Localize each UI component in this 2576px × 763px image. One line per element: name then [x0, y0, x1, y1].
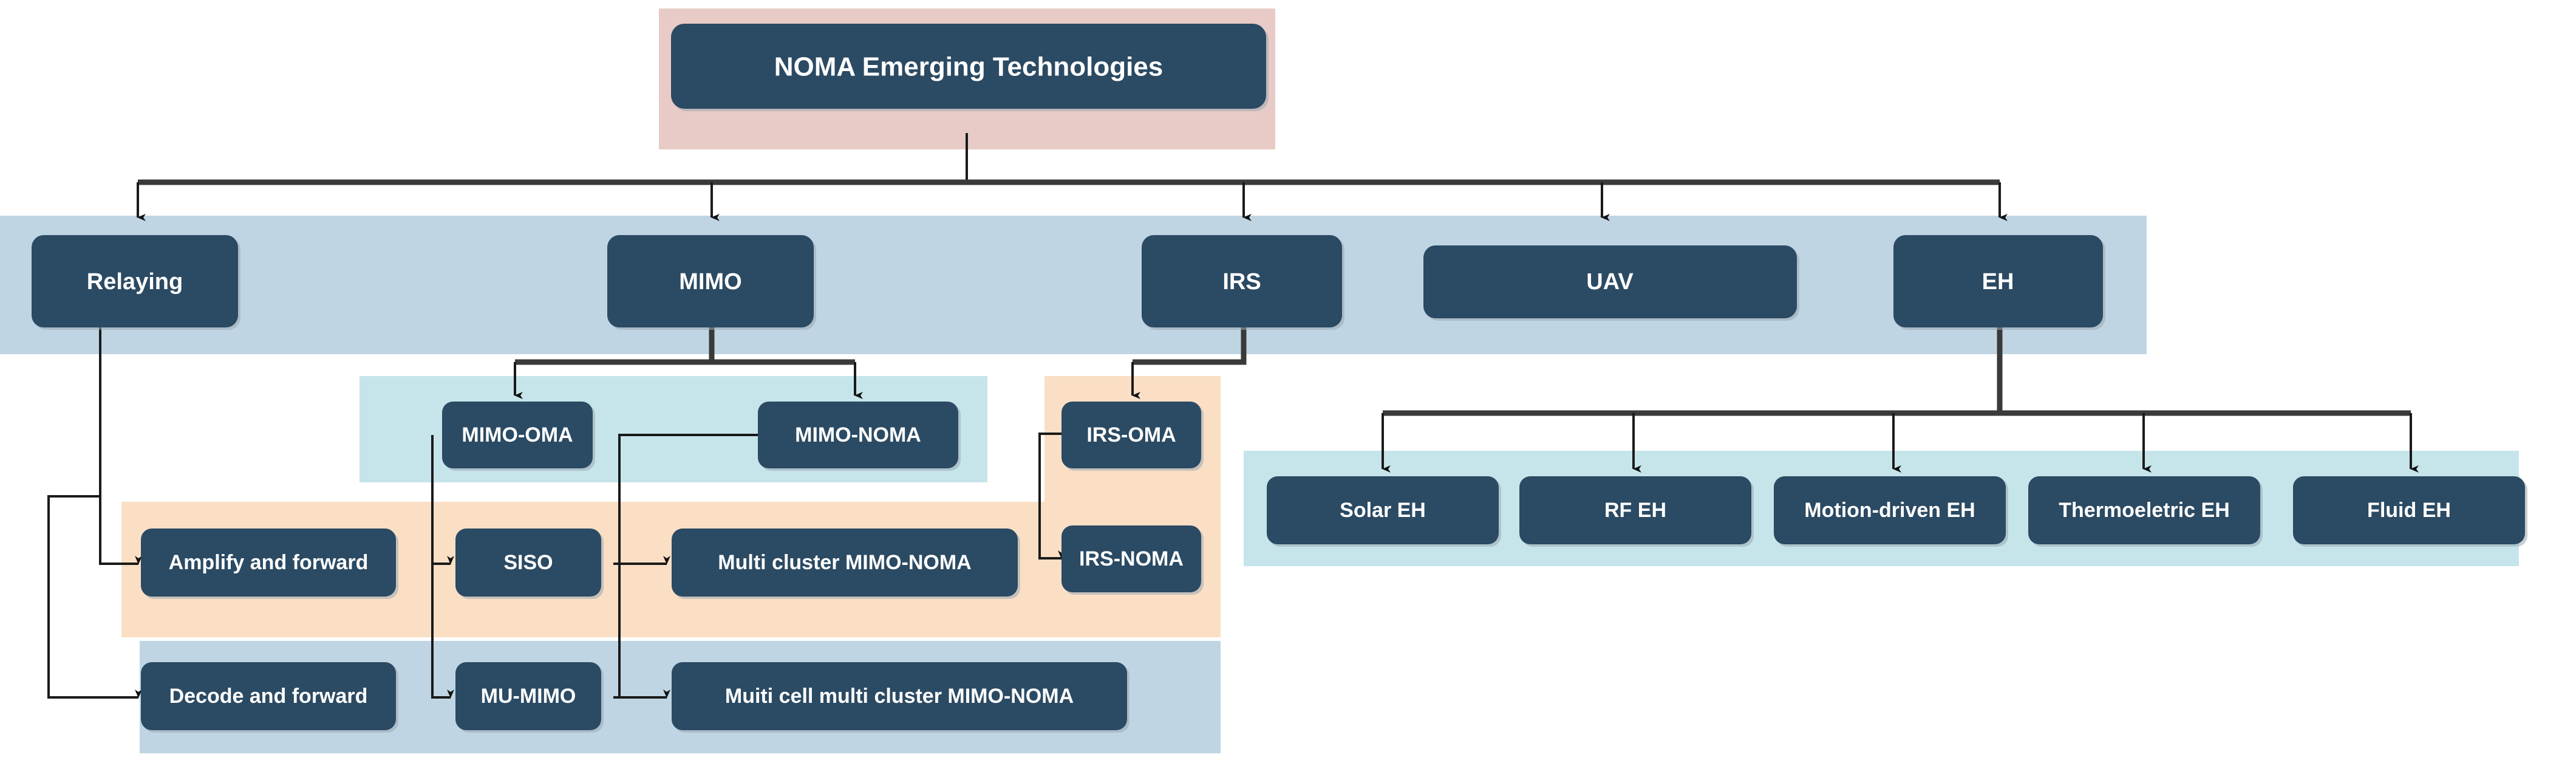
node-irs-noma[interactable]: IRS-NOMA [1061, 525, 1204, 595]
node-eh[interactable]: EH [1893, 235, 2105, 330]
edge-relaying-to-decode [47, 495, 142, 699]
node-mimo-noma[interactable]: MIMO-NOMA [758, 402, 961, 471]
node-rf-eh[interactable]: RF EH [1519, 476, 1754, 547]
node-uav[interactable]: UAV [1423, 245, 1799, 321]
node-mu-mimo[interactable]: MU-MIMO [455, 662, 604, 733]
node-irs-oma[interactable]: IRS-OMA [1061, 402, 1204, 471]
edge-irs-branch [1133, 322, 1247, 365]
node-siso[interactable]: SISO [455, 529, 604, 599]
node-decode-and-forward[interactable]: Decode and forward [141, 662, 398, 733]
node-muiti-cell-multi-cluster-mimo-noma[interactable]: Muiti cell multi cluster MIMO-NOMA [672, 662, 1130, 733]
node-mimo-oma[interactable]: MIMO-OMA [442, 402, 595, 471]
node-fluid-eh[interactable]: Fluid EH [2293, 476, 2527, 547]
node-thermoeletric-eh[interactable]: Thermoeletric EH [2028, 476, 2263, 547]
node-multi-cluster-mimo-noma[interactable]: Multi cluster MIMO-NOMA [672, 529, 1020, 599]
node-noma-emerging-technologies[interactable]: NOMA Emerging Technologies [671, 24, 1269, 111]
edge-mimo-oma-to-mu-mimo [431, 564, 454, 699]
node-solar-eh[interactable]: Solar EH [1267, 476, 1501, 547]
node-relaying[interactable]: Relaying [32, 235, 240, 330]
node-mimo[interactable]: MIMO [607, 235, 816, 330]
band-level2-blue [0, 216, 2147, 354]
node-motion-driven-eh[interactable]: Motion-driven EH [1774, 476, 2008, 547]
edge-mimo-noma-to-multicluster [618, 434, 758, 564]
edge-relaying-stem [99, 322, 142, 565]
background-bands [0, 9, 2519, 753]
connectors [47, 133, 2419, 699]
edge-irs-oma-to-irs-noma [1038, 433, 1065, 559]
node-amplify-and-forward[interactable]: Amplify and forward [141, 529, 398, 599]
node-irs[interactable]: IRS [1142, 235, 1344, 330]
